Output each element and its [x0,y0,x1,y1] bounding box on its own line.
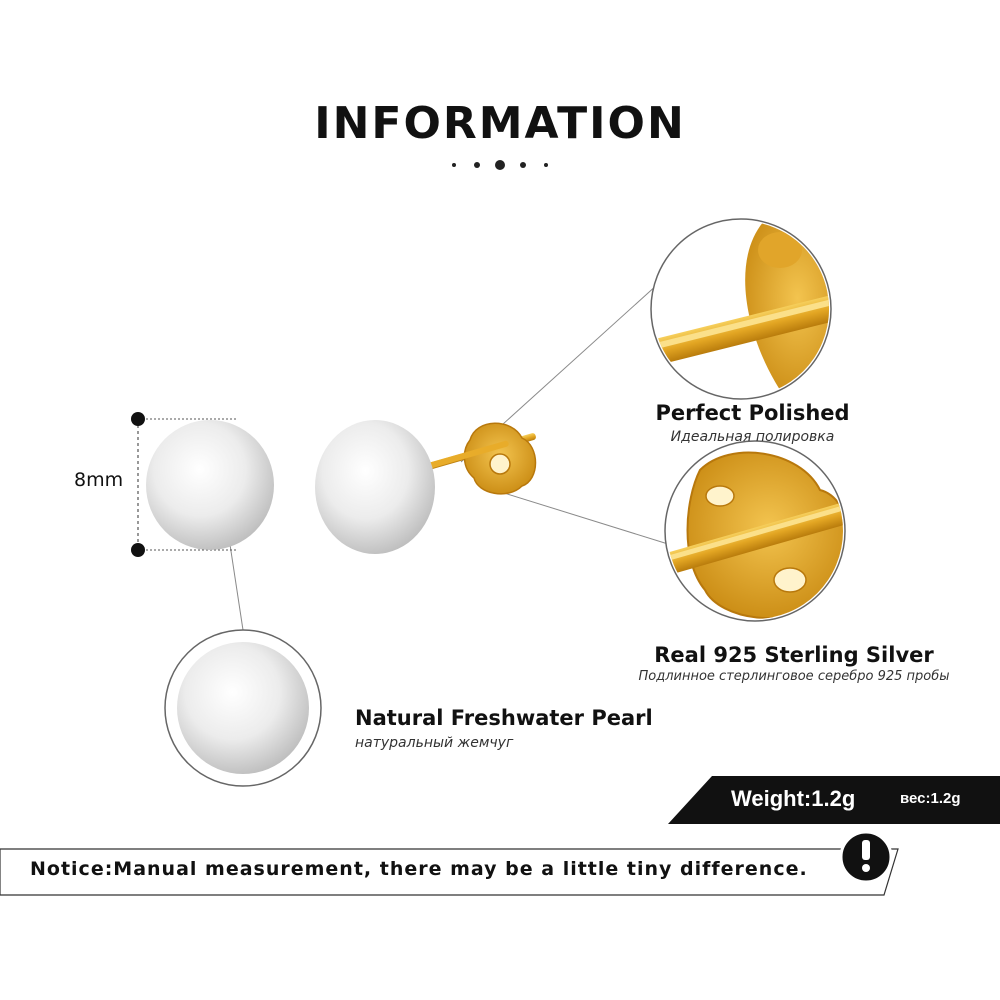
feature-subtitle-polished: Идеальная полировка [670,429,835,445]
feature-title-silver: Real 925 Sterling Silver [654,643,934,667]
feature-subtitle-silver: Подлинное стерлинговое серебро 925 пробы [638,669,950,684]
pearl-front-view [131,412,274,557]
feature-subtitle-pearl: натуральный жемчуг [355,735,514,751]
notice-text: Notice:Manual measurement, there may be … [30,858,808,880]
page-title: INFORMATION [314,98,686,149]
weight-label: Weight:1.2g [731,786,856,811]
earring-side-view [315,420,537,554]
notice-box-shape [0,848,899,896]
silver-zoom-circle [664,440,846,622]
feature-title-pearl: Natural Freshwater Pearl [355,706,653,730]
feature-title-polished: Perfect Polished [655,401,850,425]
title-dots [452,160,548,170]
exclamation-icon [839,830,893,884]
size-label: 8mm [74,469,124,491]
connector-lines [221,283,669,631]
weight-banner-shape [668,776,1000,824]
weight-label-ru: вес:1.2g [900,790,961,807]
polished-zoom-circle [650,218,832,400]
pearl-zoom-circle [164,629,322,787]
